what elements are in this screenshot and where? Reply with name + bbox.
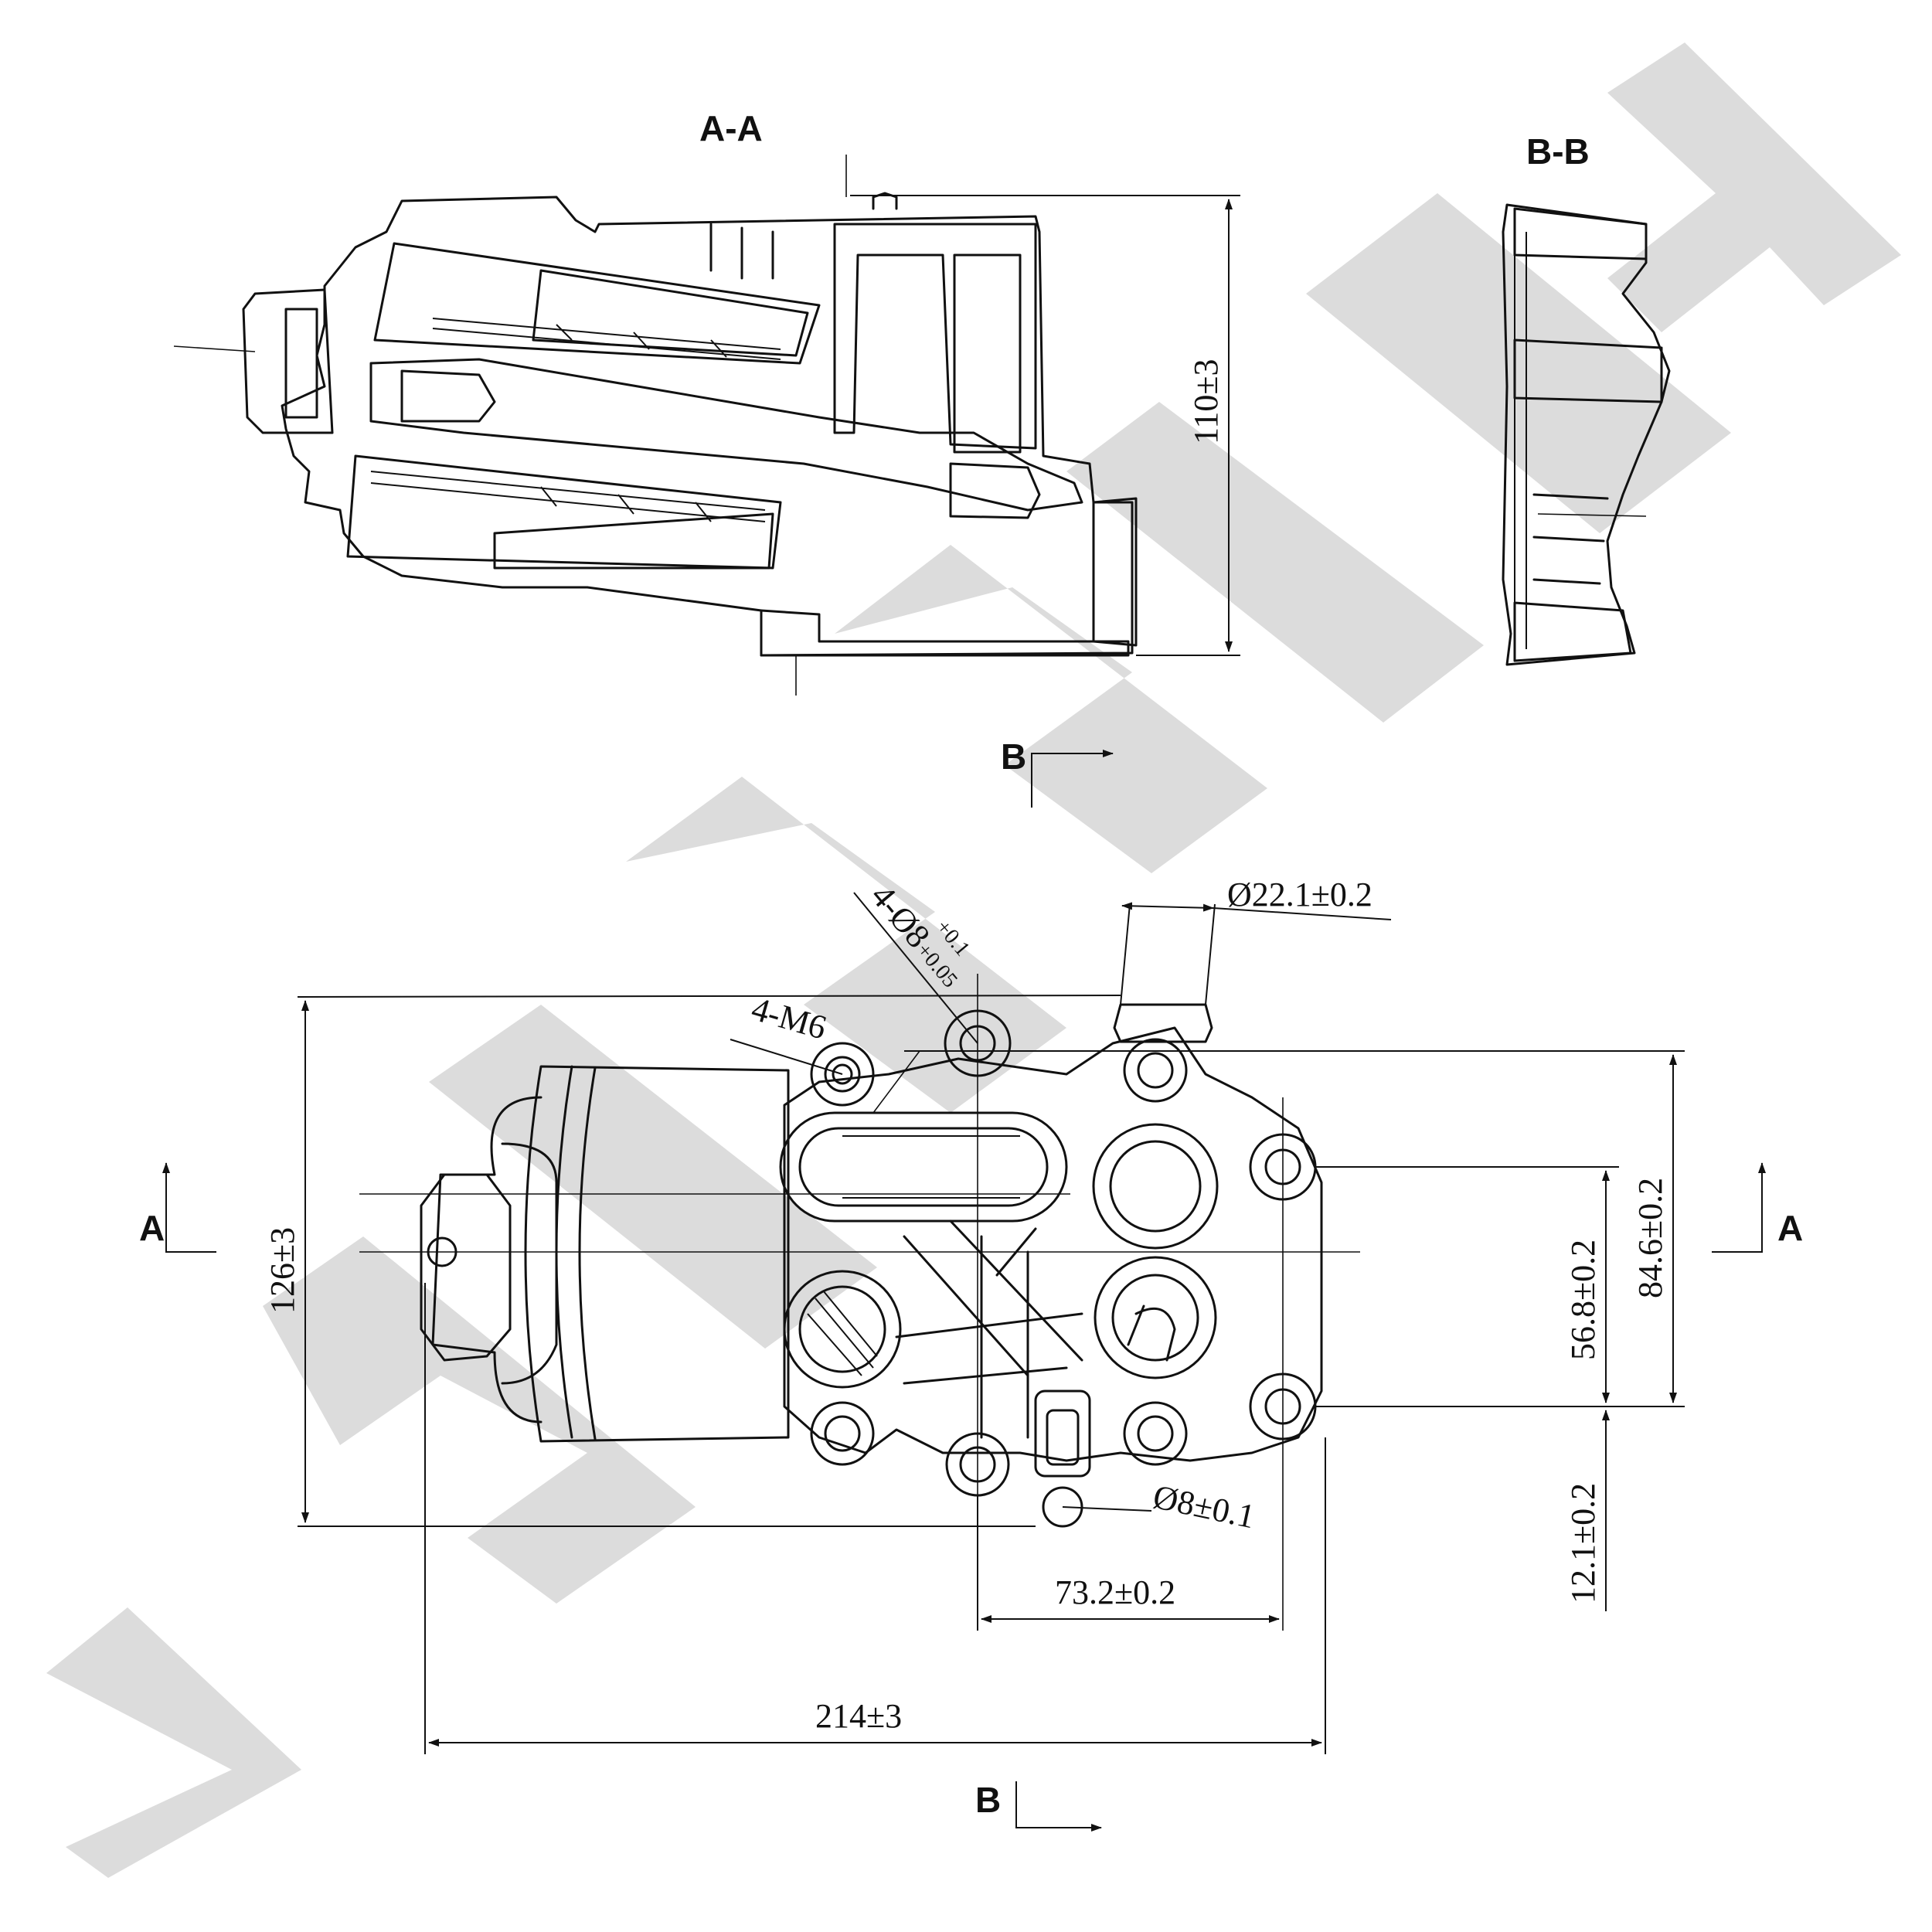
svg-text:A: A — [1777, 1208, 1803, 1248]
svg-text:12.1±0.2: 12.1±0.2 — [1564, 1483, 1602, 1604]
svg-text:A: A — [139, 1208, 165, 1248]
svg-text:Ø22.1±0.2: Ø22.1±0.2 — [1227, 876, 1372, 913]
dim-span-small: 56.8±0.2 — [1314, 1166, 1619, 1403]
svg-text:73.2±0.2: 73.2±0.2 — [1055, 1573, 1175, 1611]
section-aa-title: A-A — [699, 108, 763, 148]
svg-text:110±3: 110±3 — [1187, 359, 1225, 444]
dim-height-section: 110±3 — [850, 195, 1240, 656]
cut-b-top: B — [1001, 736, 1114, 808]
dim-pipe-diameter: Ø22.1±0.2 — [1120, 876, 1392, 1005]
dim-span-large: 84.6±0.2 — [904, 1050, 1685, 1407]
cut-a-left: A — [139, 1162, 216, 1253]
section-bb-title: B-B — [1526, 131, 1590, 172]
dim-offset-bottom: 12.1±0.2 — [1564, 1410, 1610, 1611]
svg-text:126±3: 126±3 — [264, 1227, 301, 1314]
svg-text:B: B — [1001, 736, 1026, 777]
cut-a-right: A — [1712, 1162, 1803, 1253]
dim-overall-length: 214±3 — [424, 1283, 1326, 1754]
dim-hole-spacing: 73.2±0.2 — [977, 1495, 1280, 1631]
cut-b-bottom: B — [975, 1780, 1102, 1832]
dim-overall-height: 126±3 — [264, 995, 1121, 1527]
front-view — [359, 974, 1360, 1631]
dim-pin-diameter: Ø8±0.1 — [1062, 1478, 1258, 1536]
section-bb-view — [1502, 203, 1671, 666]
svg-text:Ø8±0.1: Ø8±0.1 — [1150, 1478, 1258, 1536]
svg-text:56.8±0.2: 56.8±0.2 — [1564, 1240, 1602, 1360]
svg-text:84.6±0.2: 84.6±0.2 — [1631, 1178, 1669, 1298]
zennex-watermark — [46, 43, 1901, 1878]
svg-text:B: B — [975, 1780, 1001, 1820]
section-aa-view — [173, 155, 1138, 696]
svg-text:214±3: 214±3 — [815, 1697, 902, 1735]
